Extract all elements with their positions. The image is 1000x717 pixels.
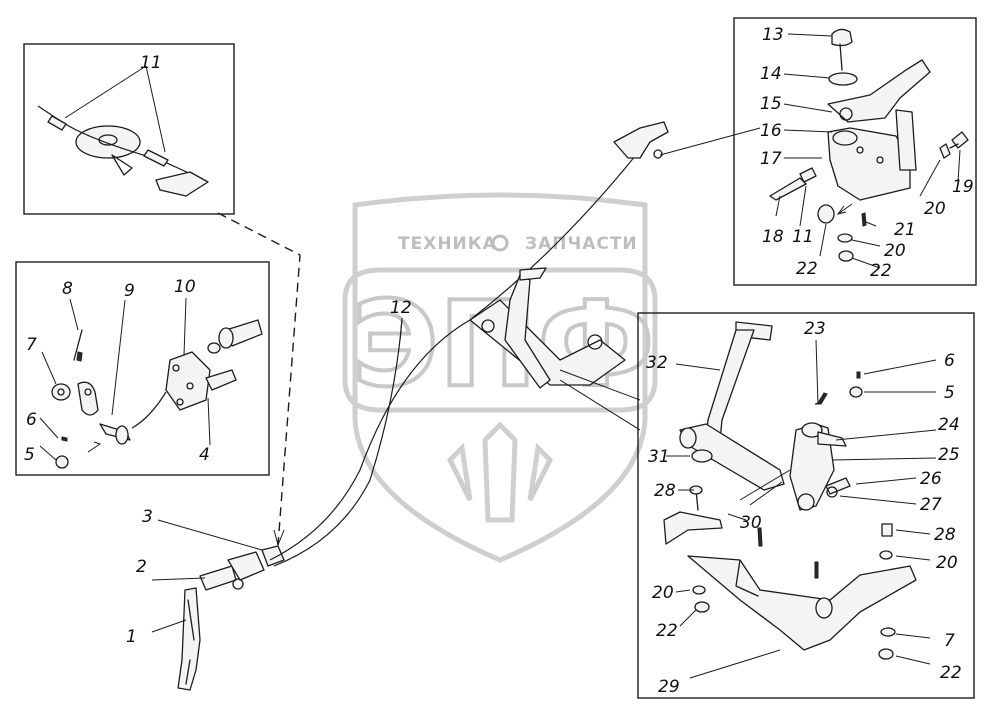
callout-20-top: 20 bbox=[924, 199, 946, 219]
callout-23: 23 bbox=[804, 319, 826, 339]
callout-13: 13 bbox=[762, 25, 784, 45]
cable-upper-end bbox=[613, 121, 761, 159]
callout-7-left: 7 bbox=[26, 335, 37, 355]
gear-icon bbox=[491, 234, 509, 252]
callout-14: 14 bbox=[760, 64, 782, 84]
callout-11-right: 11 bbox=[792, 227, 814, 247]
lever-assembly-detail bbox=[39, 297, 263, 469]
center-bracket bbox=[469, 267, 641, 431]
callout-24: 24 bbox=[938, 415, 960, 435]
callout-20-left: 20 bbox=[652, 583, 674, 603]
callout-7-right: 7 bbox=[944, 631, 955, 651]
callout-10: 10 bbox=[174, 277, 196, 297]
inset-frame-cable-end bbox=[23, 43, 235, 215]
callout-12: 12 bbox=[390, 298, 412, 318]
callout-5-left: 5 bbox=[24, 445, 35, 465]
callout-28-left: 28 bbox=[654, 481, 676, 501]
main-linkage bbox=[151, 149, 641, 691]
cable-end-detail bbox=[37, 65, 209, 197]
inset-frame-lever-assembly bbox=[15, 261, 270, 476]
callout-15: 15 bbox=[760, 94, 782, 114]
callout-29: 29 bbox=[658, 677, 680, 697]
inset-frame-bracket-assembly bbox=[637, 312, 975, 699]
callout-22-mid: 22 bbox=[870, 261, 892, 281]
callout-labels: 1 2 3 4 5 5 6 6 7 7 8 9 10 11 11 12 13 1… bbox=[24, 25, 974, 697]
callout-9: 9 bbox=[124, 281, 135, 301]
callout-6-right: 6 bbox=[944, 351, 955, 371]
callout-20-mid: 20 bbox=[884, 241, 906, 261]
callout-22-right: 22 bbox=[940, 663, 962, 683]
callout-1: 1 bbox=[126, 627, 137, 647]
callout-26: 26 bbox=[920, 469, 942, 489]
callout-22-top: 22 bbox=[796, 259, 818, 279]
callout-2: 2 bbox=[136, 557, 147, 577]
callout-20-right: 20 bbox=[936, 553, 958, 573]
watermark-company-left: ТЕХНИКА bbox=[398, 234, 497, 254]
callout-28-right: 28 bbox=[934, 525, 956, 545]
bracket-assembly-detail bbox=[663, 321, 937, 679]
callout-5-right: 5 bbox=[944, 383, 955, 403]
dashed-link bbox=[217, 212, 301, 546]
inset-frame-pedal-assembly bbox=[733, 17, 977, 286]
callout-32: 32 bbox=[646, 353, 668, 373]
watermark-company-right: ЗАПЧАСТИ bbox=[525, 234, 638, 254]
callout-18: 18 bbox=[762, 227, 784, 247]
arrow-head bbox=[273, 529, 285, 547]
callout-6-left: 6 bbox=[26, 410, 37, 430]
callout-4: 4 bbox=[199, 445, 210, 465]
callout-3: 3 bbox=[142, 507, 153, 527]
wheat-icon bbox=[446, 421, 554, 523]
callout-25: 25 bbox=[938, 445, 960, 465]
callout-19: 19 bbox=[952, 177, 974, 197]
watermark: ТЕХНИКА ЗАПЧАСТИ ЭПФ bbox=[342, 192, 658, 563]
callout-16: 16 bbox=[760, 121, 782, 141]
callout-22-left: 22 bbox=[656, 621, 678, 641]
pedal-assembly-detail bbox=[769, 28, 969, 269]
callout-21: 21 bbox=[894, 220, 916, 240]
callout-30: 30 bbox=[740, 513, 762, 533]
watermark-shield bbox=[352, 192, 648, 563]
callout-31: 31 bbox=[648, 447, 670, 467]
watermark-ring bbox=[342, 267, 658, 413]
callout-27: 27 bbox=[920, 495, 942, 515]
callout-17: 17 bbox=[760, 149, 782, 169]
callout-8: 8 bbox=[62, 279, 73, 299]
callout-11-top: 11 bbox=[140, 53, 162, 73]
